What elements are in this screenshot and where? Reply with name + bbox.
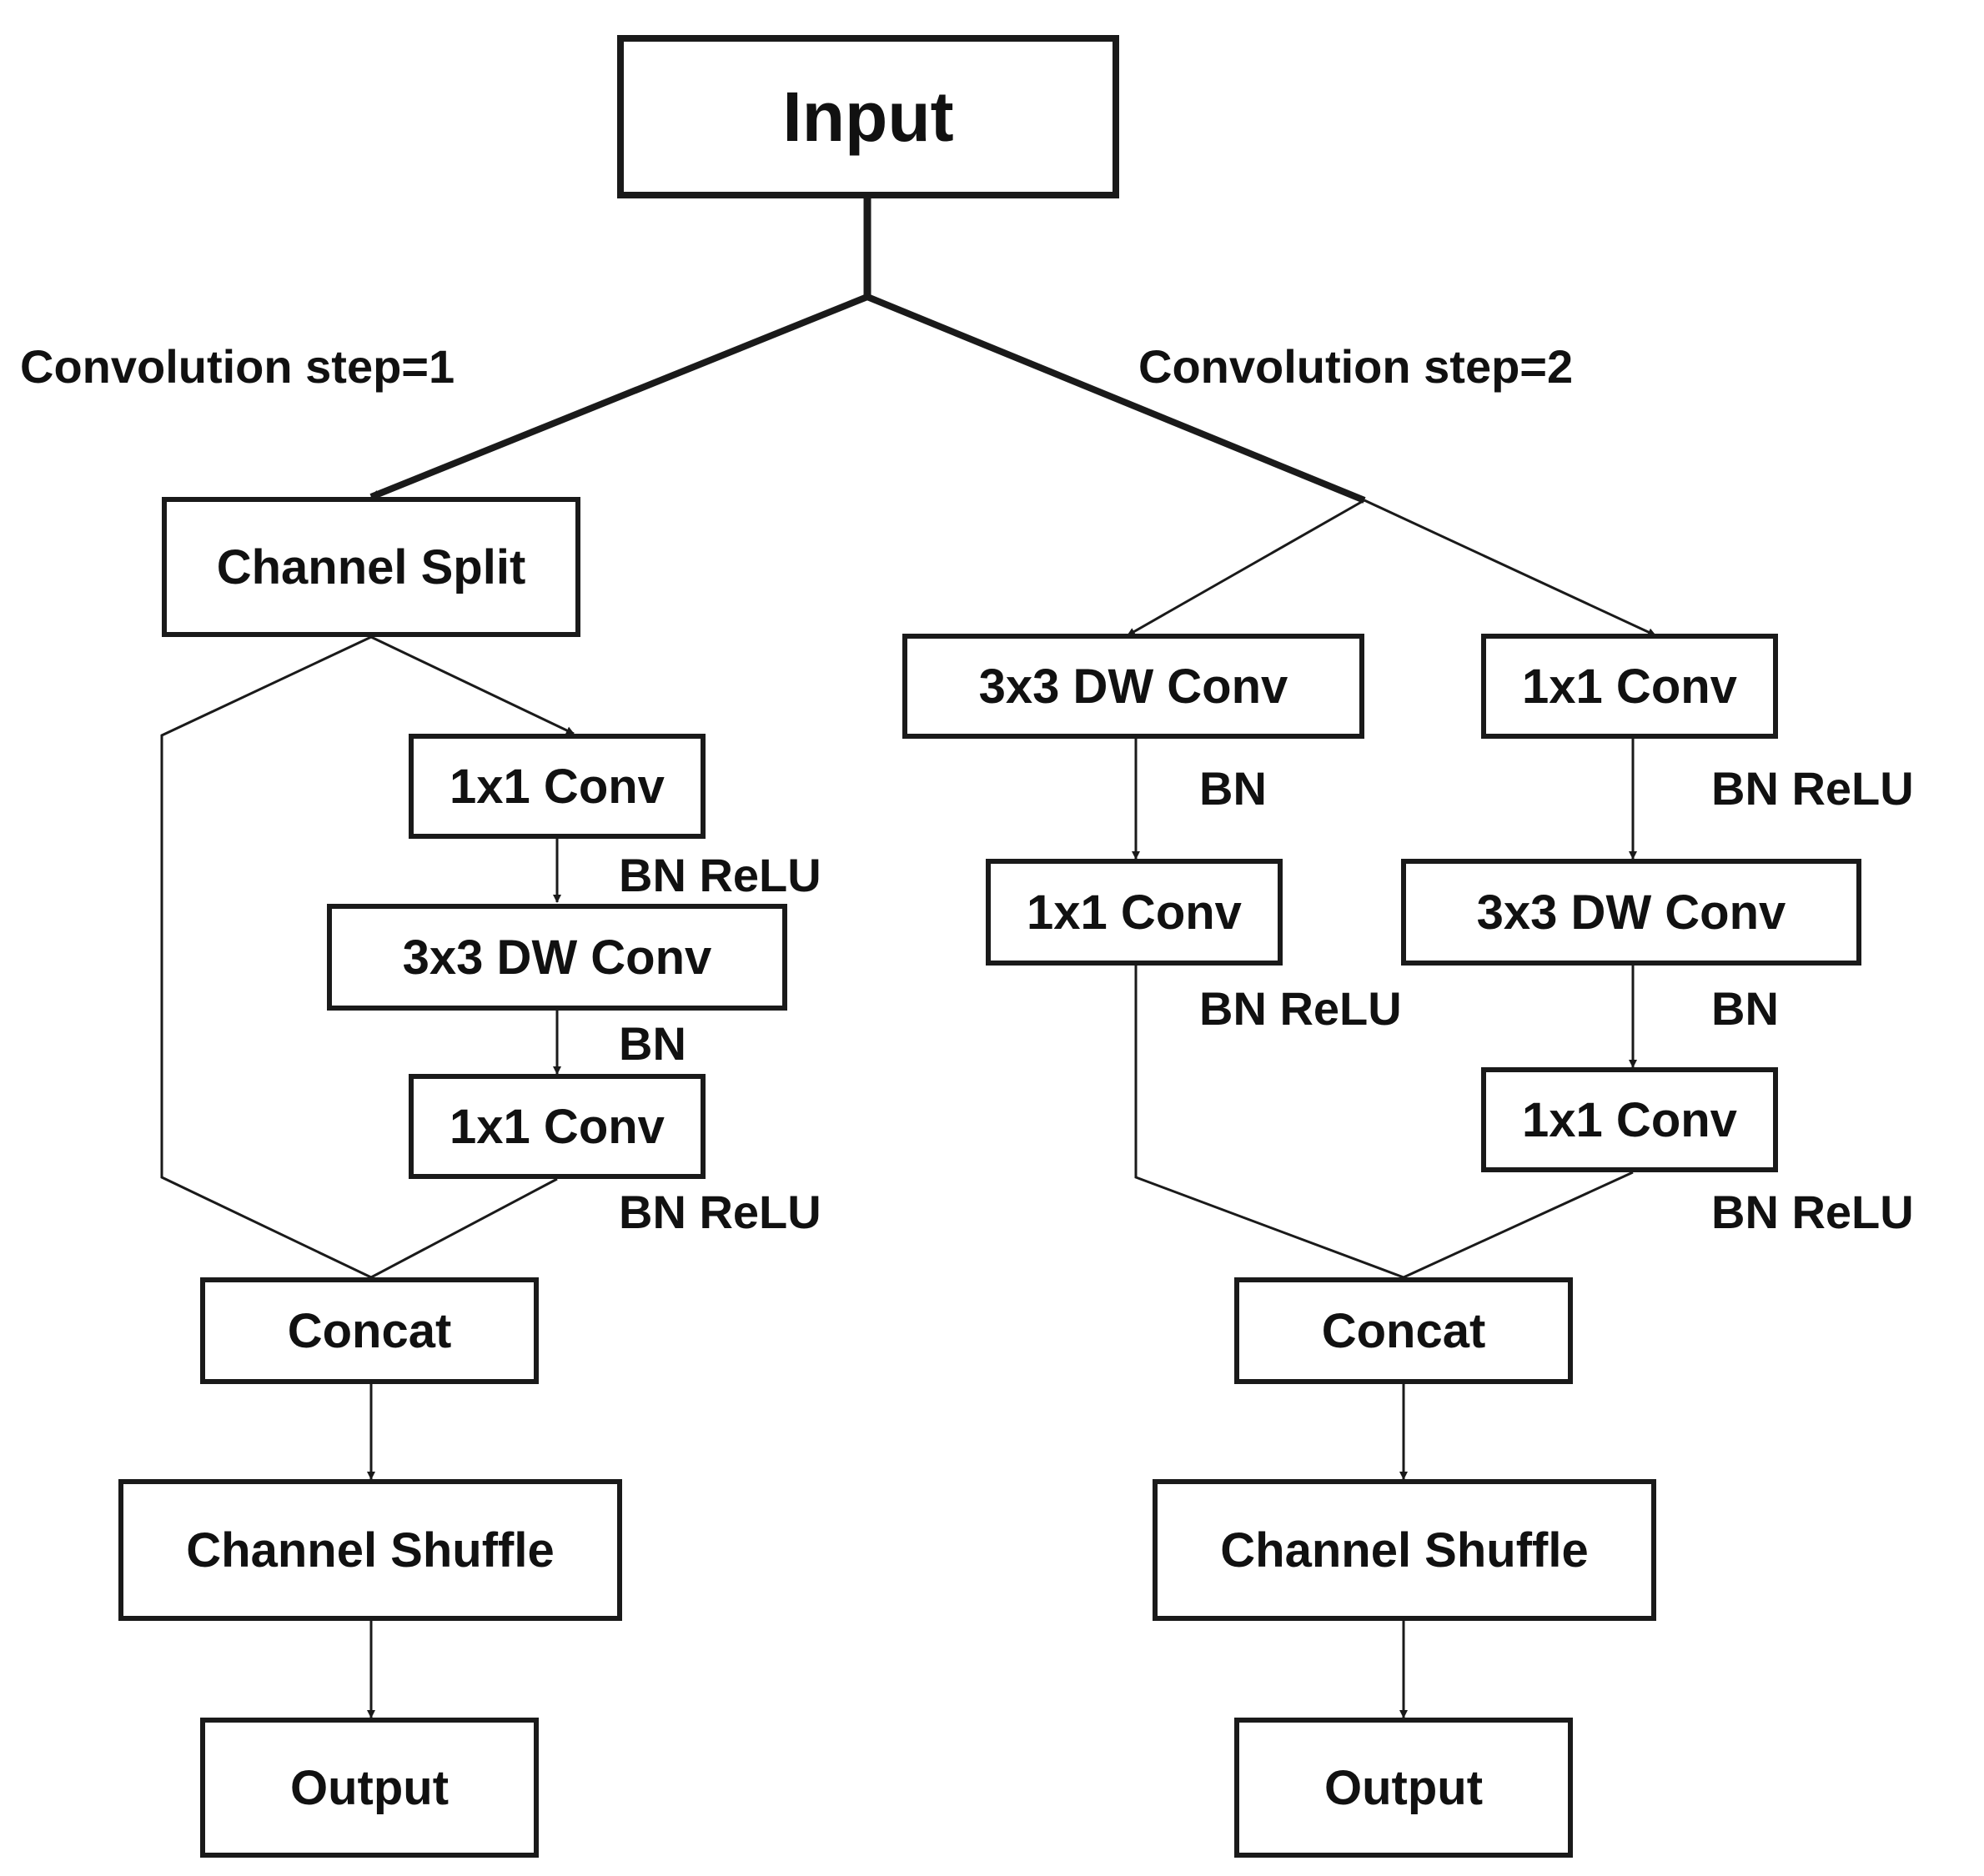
left-conv1x1-b-node: 1x1 Conv xyxy=(409,1074,706,1179)
branch-right-label: Convolution step=2 xyxy=(1138,340,1574,393)
input-node: Input xyxy=(617,35,1119,198)
left-bn-relu-2-label: BN ReLU xyxy=(619,1186,821,1238)
branch-right-line xyxy=(866,293,1366,504)
right-b-bn-relu-1-label: BN ReLU xyxy=(1711,762,1914,815)
left-bn-label: BN xyxy=(619,1017,686,1070)
right-dwconv3x3-b-node: 3x3 DW Conv xyxy=(1401,859,1861,966)
right-concat-node: Concat xyxy=(1234,1277,1573,1384)
left-split-to-conv-arrow xyxy=(370,635,575,735)
right-a-to-concat-path xyxy=(1134,966,1404,1279)
left-bn-relu-1-label: BN ReLU xyxy=(619,849,821,901)
right-a-bn-label: BN xyxy=(1199,762,1267,815)
right-conv1x1-c-node: 1x1 Conv xyxy=(1481,1067,1778,1172)
branch-left-label: Convolution step=1 xyxy=(20,340,455,393)
right-channel-shuffle-node: Channel Shuffle xyxy=(1153,1479,1656,1621)
left-output-node: Output xyxy=(200,1718,539,1858)
left-channel-shuffle-node: Channel Shuffle xyxy=(118,1479,622,1621)
left-shortcut-path xyxy=(160,635,372,1279)
right-b-bn-relu-2-label: BN ReLU xyxy=(1711,1186,1914,1238)
right-b-bn-label: BN xyxy=(1711,982,1779,1035)
right-split-arrow-a xyxy=(1127,499,1365,637)
left-concat-node: Concat xyxy=(200,1277,539,1384)
right-a-bn-relu-label: BN ReLU xyxy=(1199,982,1402,1035)
left-conv-to-concat-line xyxy=(370,1177,558,1279)
right-conv1x1-a-node: 1x1 Conv xyxy=(986,859,1283,966)
right-dwconv3x3-a-node: 3x3 DW Conv xyxy=(902,634,1364,739)
left-conv1x1-a-node: 1x1 Conv xyxy=(409,734,706,839)
branch-left-arrow xyxy=(369,293,869,500)
right-conv1x1-b-node: 1x1 Conv xyxy=(1481,634,1778,739)
left-channel-split-node: Channel Split xyxy=(162,497,580,637)
left-dwconv3x3-node: 3x3 DW Conv xyxy=(327,904,787,1011)
right-output-node: Output xyxy=(1234,1718,1573,1858)
right-b-conv-to-concat-line xyxy=(1403,1171,1634,1279)
right-split-arrow-b xyxy=(1364,499,1656,637)
